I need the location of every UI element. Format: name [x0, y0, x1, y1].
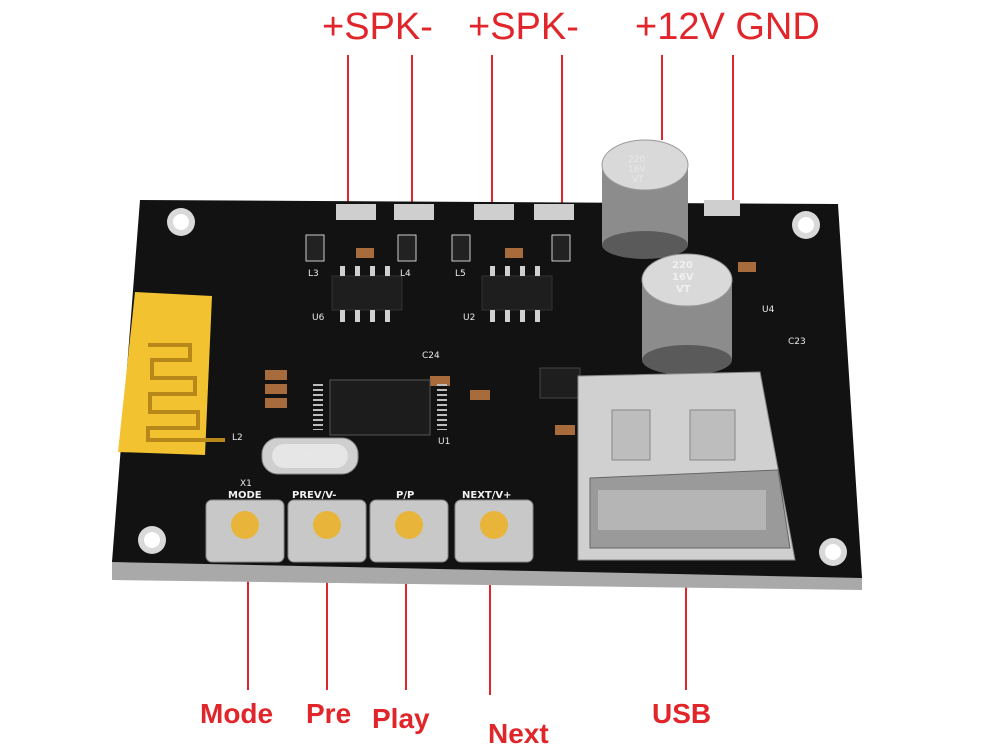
silk-u2: U2 — [463, 313, 475, 323]
board-edge — [112, 560, 862, 590]
silk-c23: C23 — [788, 337, 806, 347]
tact-switches — [205, 499, 534, 563]
silk-cap1: 220 — [628, 155, 645, 165]
capacitor-1 — [601, 139, 689, 259]
silk-prev: PREV/V- — [292, 490, 336, 501]
silk-u6: U6 — [312, 313, 325, 323]
spk1-label: +SPK- — [322, 6, 433, 48]
silk-x1: X1 — [240, 479, 252, 489]
silk-c24: C24 — [422, 351, 440, 361]
amp-chips — [331, 266, 553, 322]
silk-pp: P/P — [396, 490, 414, 501]
main-ic — [313, 379, 447, 436]
silkscreen-labels: X1 MODE PREV/V- P/P NEXT/V+ 24.000 220 1… — [228, 155, 806, 501]
usb-port — [577, 371, 796, 561]
silk-cap2: 220 — [672, 260, 693, 271]
next-switch — [454, 499, 534, 563]
silk-u4: U4 — [762, 305, 775, 315]
prev-switch — [287, 499, 367, 563]
silk-cap1b: 16V — [628, 165, 646, 175]
silk-crystal: 24.000 — [290, 451, 322, 461]
smd-components — [265, 234, 756, 435]
bluetooth-antenna — [118, 292, 225, 455]
speaker-terminals — [336, 200, 740, 220]
mode-label: Mode — [200, 698, 274, 729]
silk-cap2c: VT — [676, 284, 691, 295]
mode-switch — [205, 499, 285, 563]
silk-l4: L4 — [400, 269, 411, 279]
crystal — [261, 437, 359, 475]
play-switch — [369, 499, 449, 563]
silk-cap1c: VT — [632, 175, 644, 185]
spk2-label: +SPK- — [468, 6, 579, 48]
capacitor-2 — [641, 253, 733, 375]
usb-label: USB — [652, 698, 712, 729]
power-label: +12V GND — [635, 6, 820, 48]
play-label: Play — [372, 703, 430, 734]
silk-l2: L2 — [232, 433, 243, 443]
silk-mode: MODE — [228, 490, 262, 501]
mounting-holes — [138, 208, 847, 566]
silk-cap2b: 16V — [672, 272, 694, 283]
silk-l3: L3 — [308, 269, 319, 279]
silk-next: NEXT/V+ — [462, 490, 512, 501]
pre-label: Pre — [306, 698, 352, 729]
next-label: Next — [488, 718, 549, 749]
silk-u1: U1 — [438, 437, 450, 447]
silk-l5: L5 — [455, 269, 466, 279]
